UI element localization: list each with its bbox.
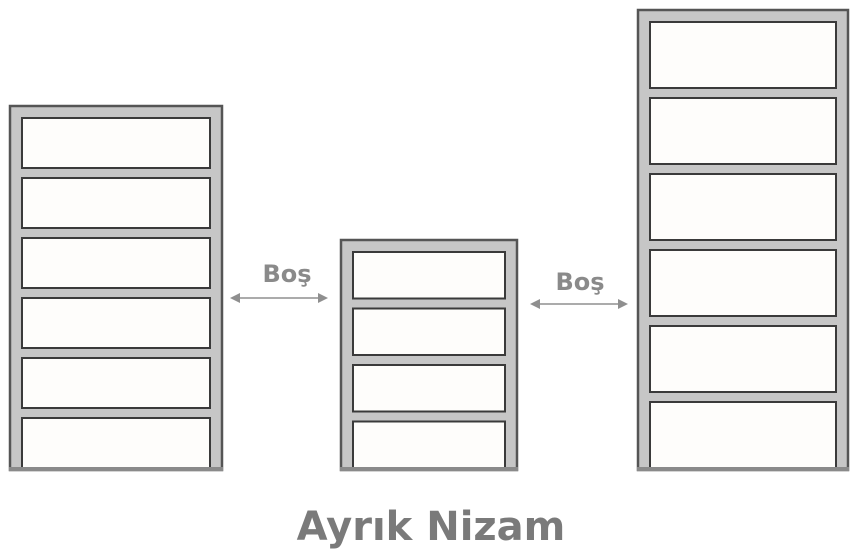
- floor-panel: [649, 401, 837, 469]
- floor-panel: [21, 177, 211, 229]
- floor-panel: [352, 307, 506, 356]
- floor-panel: [649, 249, 837, 317]
- ground-line: [340, 467, 518, 471]
- ground-line: [9, 467, 223, 471]
- left-building: [8, 104, 224, 472]
- gap-arrow-head-right: [618, 299, 628, 309]
- gap-arrow-head-left: [230, 293, 240, 303]
- gap-indicator-right: Boş: [530, 268, 628, 309]
- floor-panel: [21, 357, 211, 409]
- floor-panel: [352, 251, 506, 300]
- floor-panel: [21, 297, 211, 349]
- floor-panel: [649, 325, 837, 393]
- floor-panel: [352, 420, 506, 469]
- gap-arrow-head-left: [530, 299, 540, 309]
- floor-panel: [21, 237, 211, 289]
- ground-line: [637, 467, 849, 471]
- middle-building: [339, 238, 519, 472]
- floor-panel: [649, 21, 837, 89]
- gap-arrow-head-right: [318, 293, 328, 303]
- floor-panel: [21, 417, 211, 469]
- diagram-caption: Ayrık Nizam: [297, 504, 566, 550]
- floor-panel: [649, 97, 837, 165]
- right-building: [636, 8, 850, 472]
- gap-indicator-left: Boş: [230, 260, 328, 303]
- buildings-layer: [8, 8, 850, 472]
- floor-panel: [649, 173, 837, 241]
- gap-label: Boş: [262, 260, 311, 288]
- gap-label: Boş: [555, 268, 604, 296]
- floor-panel: [21, 117, 211, 169]
- floor-panel: [352, 364, 506, 413]
